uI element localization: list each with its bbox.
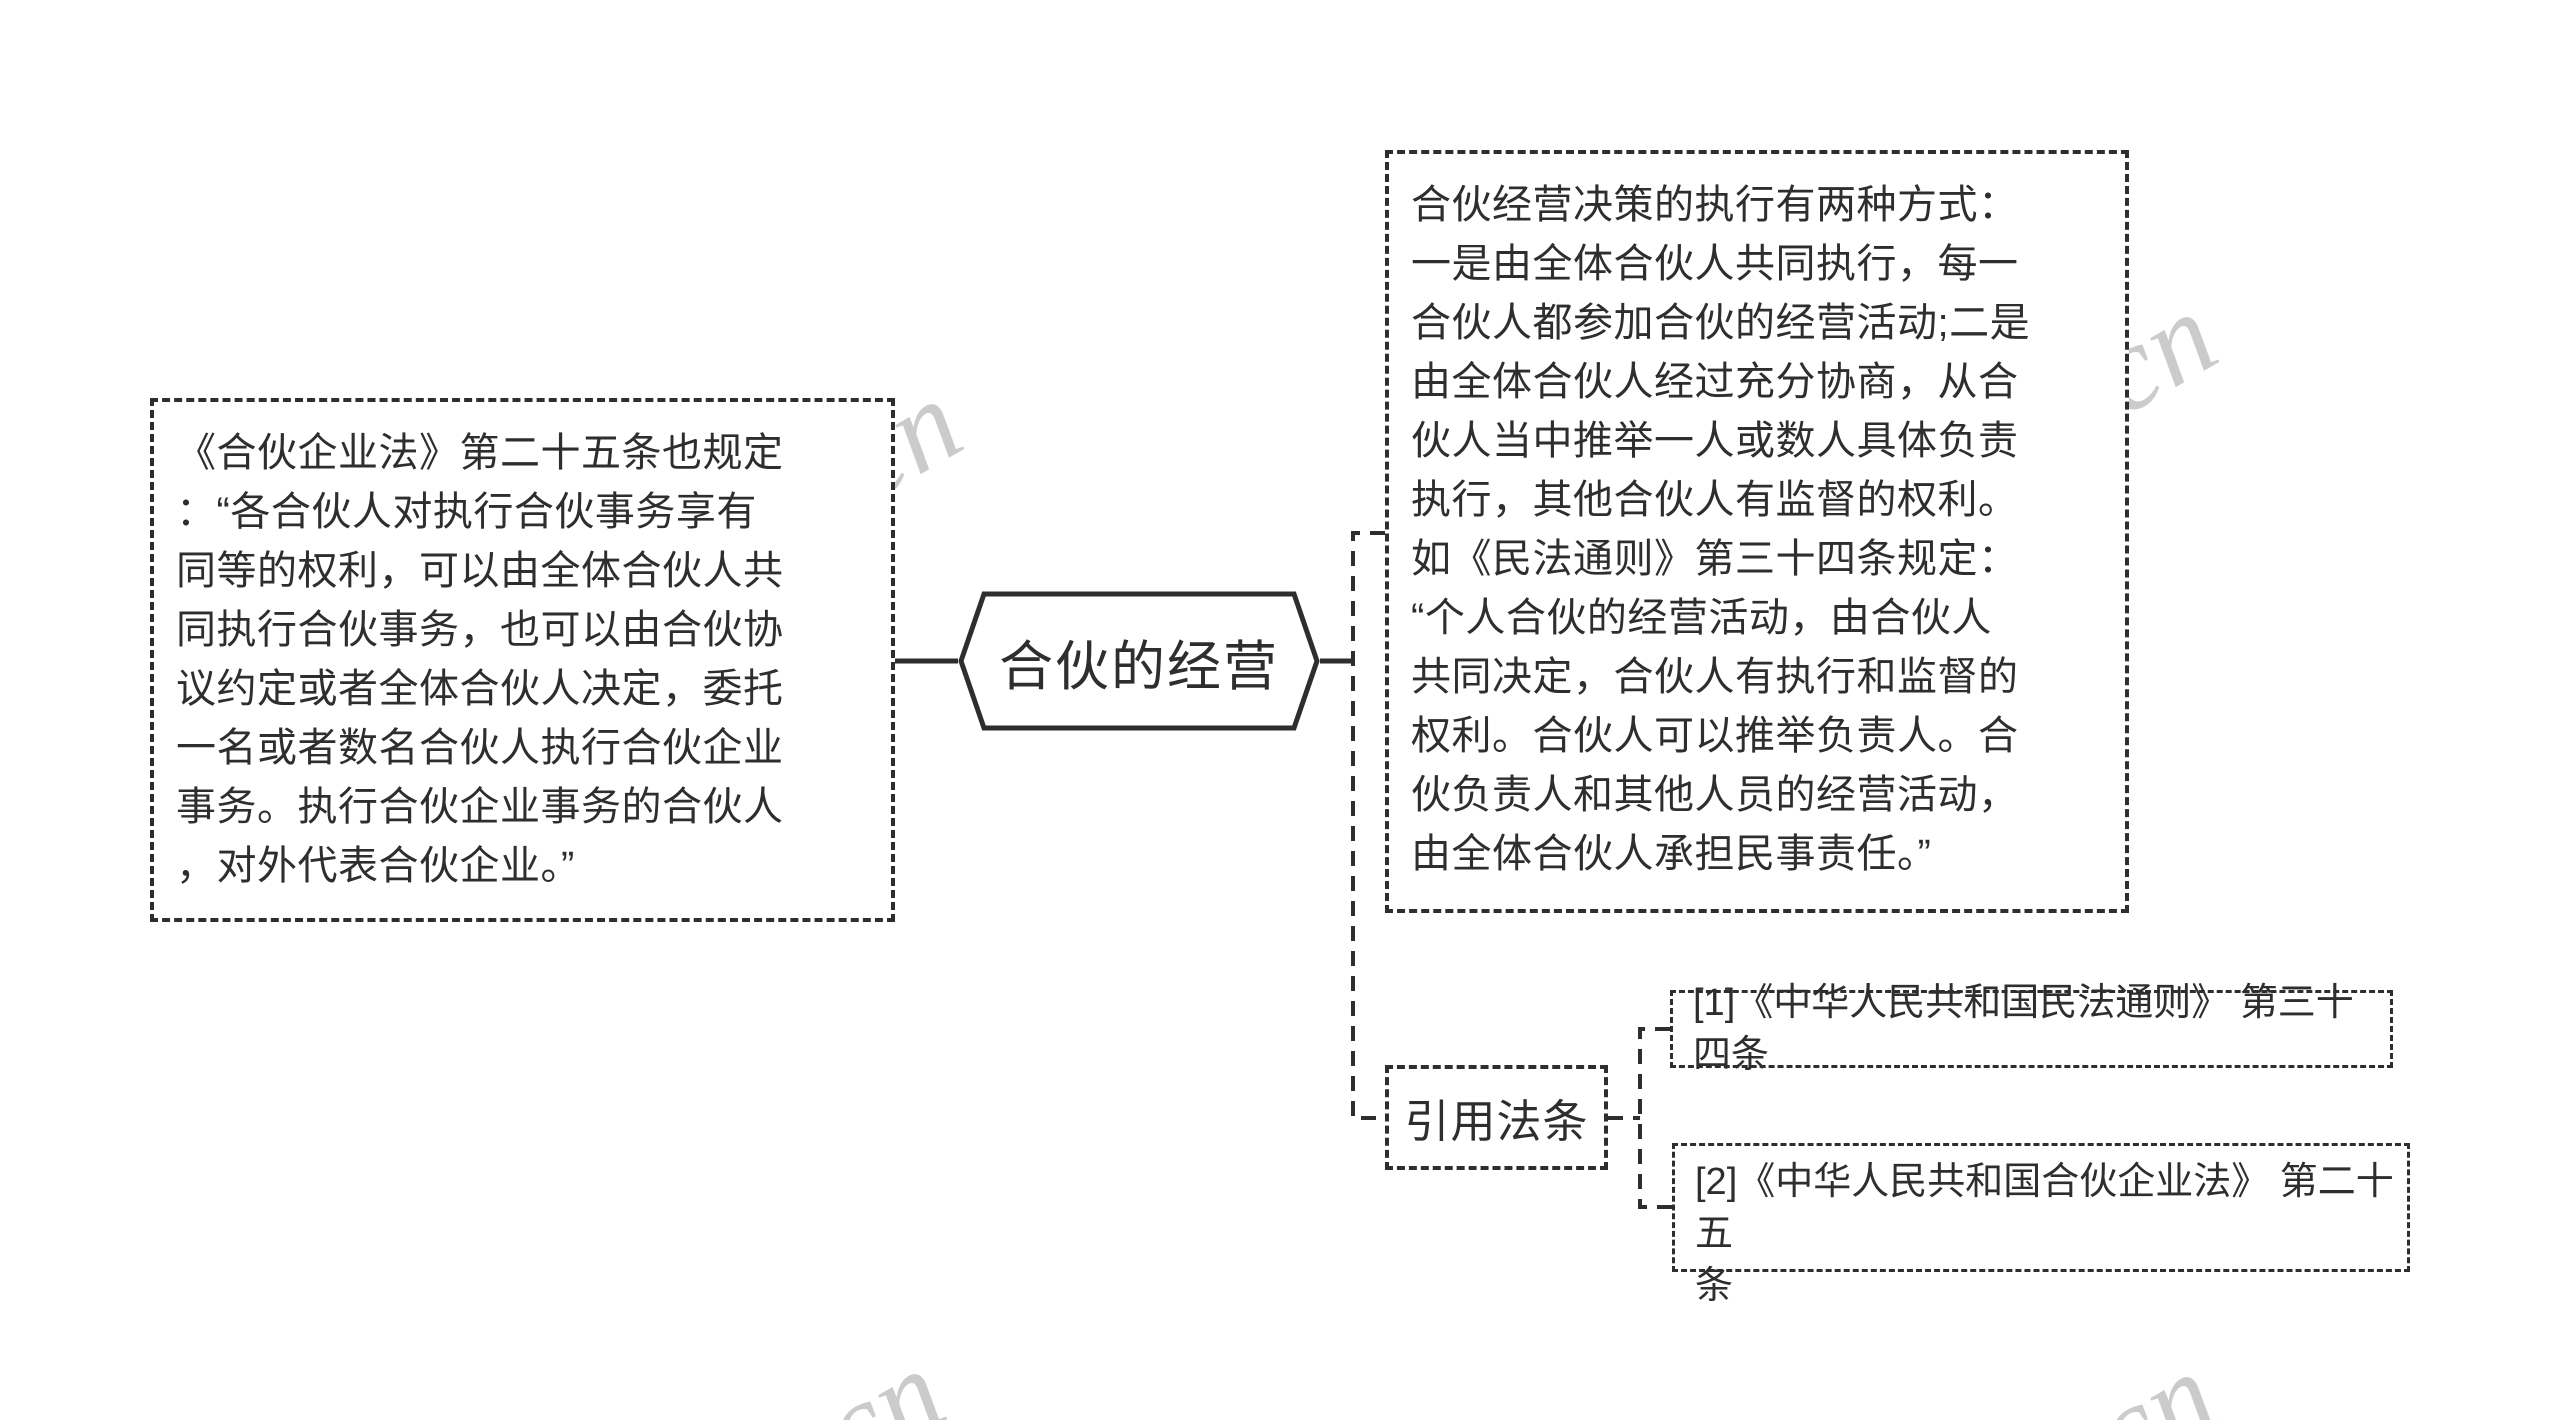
root-node[interactable]: 合伙的经营 xyxy=(958,591,1320,731)
connector-citations-bracket xyxy=(1638,1027,1672,1209)
citation-minfa-tongze[interactable]: [1]《中华人民共和国民法通则》 第三十四条 xyxy=(1670,982,2393,1076)
note-partnership-enterprise-law[interactable]: 《合伙企业法》第二十五条也规定 ：“各合伙人对执行合伙事务享有 同等的权利，可以… xyxy=(150,398,895,922)
citation-text: [1]《中华人民共和国民法通则》 第三十四条 xyxy=(1693,982,2354,1076)
hexagon-shape xyxy=(958,591,1320,731)
root-node-label: 合伙的经营 xyxy=(999,636,1279,697)
node-cited-statutes[interactable]: 引用法条 xyxy=(1385,1065,1608,1170)
hexagon-outline xyxy=(958,591,1320,731)
connector-right-bracket xyxy=(1351,531,1385,1120)
watermark-latin-text: shutu.cn xyxy=(537,1323,967,1420)
node-cited-statutes-label: 引用法条 xyxy=(1404,1096,1589,1147)
note-operation-decision[interactable]: 合伙经营决策的执行有两种方式： 一是由全体合伙人共同执行，每一 合伙人都参加合伙… xyxy=(1385,150,2129,913)
watermark-latin-text: shutu.cn xyxy=(1809,1326,2239,1420)
citation-hehuo-qiyefa[interactable]: [2]《中华人民共和国合伙企业法》 第二十五 条 xyxy=(1672,1143,2410,1307)
watermark: 树图shutu.cn xyxy=(1604,1326,2239,1420)
watermark: 树图shutu.cn xyxy=(332,1323,967,1420)
